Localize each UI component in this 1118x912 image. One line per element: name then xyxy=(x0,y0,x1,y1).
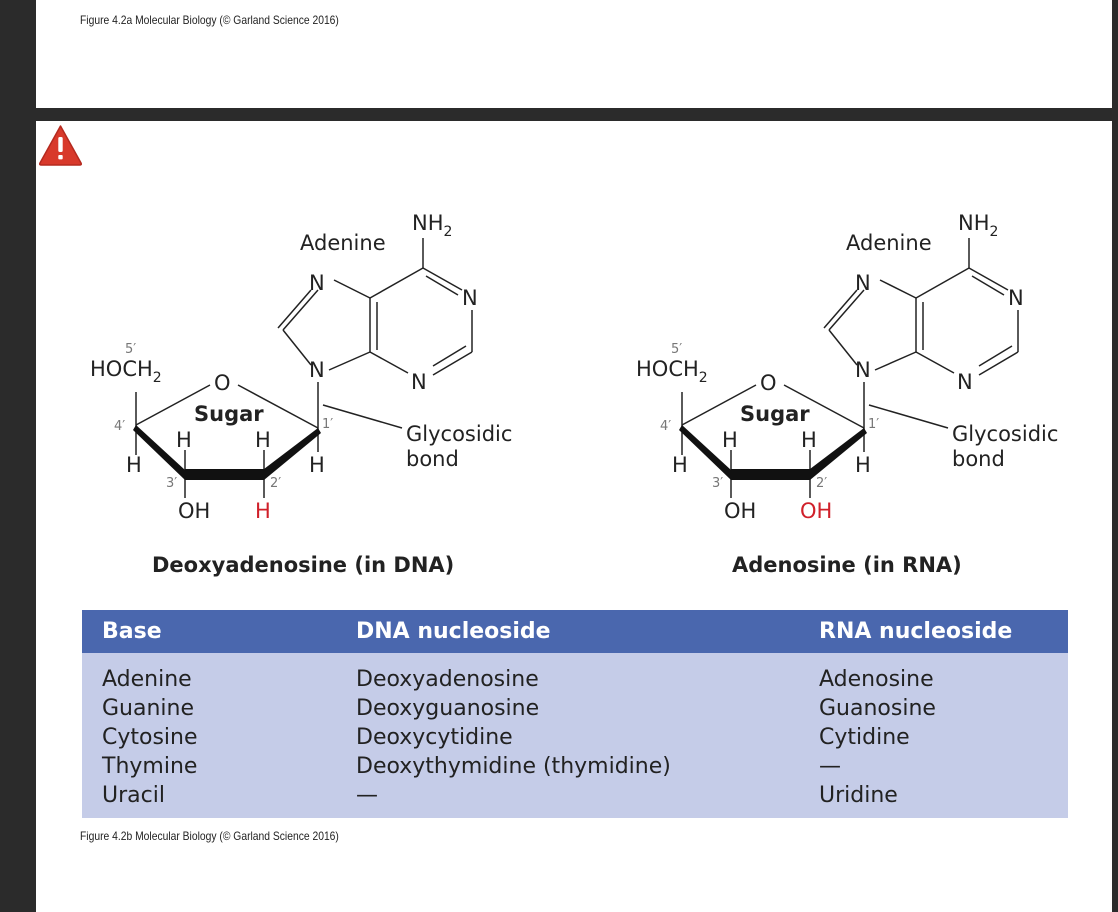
c1-h: H xyxy=(855,453,871,477)
hoch2-group: HOCH2 xyxy=(636,357,708,386)
table-cell: Uridine xyxy=(819,783,898,808)
table-cell: Cytosine xyxy=(102,725,198,750)
pos-4: 4′ xyxy=(114,419,125,434)
nucleoside-table: Base DNA nucleoside RNA nucleoside Adeni… xyxy=(82,610,1068,818)
table-header: Base DNA nucleoside RNA nucleoside xyxy=(82,610,1068,653)
header-base: Base xyxy=(102,619,162,644)
adenosine-labels: Adenine NH2 N N N N HOCH2 O Sugar Glycos… xyxy=(636,211,1058,523)
adenosine-name: Adenosine (in RNA) xyxy=(732,553,962,577)
table-cell: — xyxy=(356,783,378,808)
sugar-label: Sugar xyxy=(194,402,264,426)
c4-h: H xyxy=(126,453,142,477)
column-rna-nucleoside: Adenosine Guanosine Cytidine — Uridine xyxy=(819,665,936,810)
table-cell: Cytidine xyxy=(819,725,910,750)
pos-4: 4′ xyxy=(660,419,671,434)
deoxyadenosine-positions: 5′ 4′ 3′ 2′ 1′ xyxy=(114,342,333,491)
header-dna-nucleoside: DNA nucleoside xyxy=(356,619,551,644)
deoxyadenosine-name: Deoxyadenosine (in DNA) xyxy=(152,553,454,577)
adenosine-structure xyxy=(681,238,1019,498)
page-figure-4-2a xyxy=(36,0,1112,108)
pos-3: 3′ xyxy=(712,476,723,491)
table-cell: Adenosine xyxy=(819,667,934,692)
pos-1: 1′ xyxy=(868,417,879,432)
atom-n9: N xyxy=(855,358,871,382)
c3-h: H xyxy=(176,428,192,452)
pos-3: 3′ xyxy=(166,476,177,491)
nucleoside-structures: Adenine NH2 N N N N HOCH2 O Sugar Glycos… xyxy=(90,211,1058,577)
table-cell: Deoxyguanosine xyxy=(356,696,540,721)
pos-5: 5′ xyxy=(125,342,136,357)
table-cell: — xyxy=(819,754,841,779)
column-dna-nucleoside: Deoxyadenosine Deoxyguanosine Deoxycytid… xyxy=(356,665,671,810)
figure-4-2b-caption: Figure 4.2b Molecular Biology (© Garland… xyxy=(80,829,339,843)
c3-oh: OH xyxy=(178,499,210,523)
bond-label: bond xyxy=(952,447,1005,471)
pos-2: 2′ xyxy=(816,476,827,491)
c4-h: H xyxy=(672,453,688,477)
deoxyadenosine-structure xyxy=(135,238,473,498)
c2-oh-highlight: OH xyxy=(800,499,832,523)
atom-n1: N xyxy=(1008,286,1024,310)
c1-h: H xyxy=(309,453,325,477)
pos-5: 5′ xyxy=(671,342,682,357)
warning-triangle-icon xyxy=(38,125,83,166)
table-cell: Guanine xyxy=(102,696,195,721)
atom-n7: N xyxy=(855,271,871,295)
atom-n1: N xyxy=(462,286,478,310)
atom-n7: N xyxy=(309,271,325,295)
c2-h: H xyxy=(801,428,817,452)
sugar-label: Sugar xyxy=(740,402,810,426)
table-cell: Deoxythymidine (thymidine) xyxy=(356,754,671,779)
glycosidic-label: Glycosidic xyxy=(406,422,512,446)
hoch2-group: HOCH2 xyxy=(90,357,162,386)
table-cell: Thymine xyxy=(102,754,198,779)
adenosine-positions: 5′ 4′ 3′ 2′ 1′ xyxy=(660,342,879,491)
amine-group: NH2 xyxy=(958,211,998,240)
c2-h-highlight: H xyxy=(255,499,271,523)
table-cell: Adenine xyxy=(102,667,192,692)
atom-n3: N xyxy=(411,370,427,394)
c3-h: H xyxy=(722,428,738,452)
amine-group: NH2 xyxy=(412,211,452,240)
atom-n3: N xyxy=(957,370,973,394)
column-base: Adenine Guanine Cytosine Thymine Uracil xyxy=(102,665,198,810)
base-label: Adenine xyxy=(846,231,932,255)
bond-label: bond xyxy=(406,447,459,471)
atom-n9: N xyxy=(309,358,325,382)
table-cell: Deoxycytidine xyxy=(356,725,513,750)
figure-4-2a-caption: Figure 4.2a Molecular Biology (© Garland… xyxy=(80,13,339,27)
pos-2: 2′ xyxy=(270,476,281,491)
base-label: Adenine xyxy=(300,231,386,255)
table-cell: Uracil xyxy=(102,783,165,808)
pos-1: 1′ xyxy=(322,417,333,432)
deoxyadenosine-labels: Adenine NH2 N N N N HOCH2 O Sugar Glycos… xyxy=(90,211,512,523)
header-rna-nucleoside: RNA nucleoside xyxy=(819,619,1013,644)
c2-h: H xyxy=(255,428,271,452)
ring-oxygen: O xyxy=(760,371,777,395)
c3-oh: OH xyxy=(724,499,756,523)
table-cell: Deoxyadenosine xyxy=(356,667,539,692)
ring-oxygen: O xyxy=(214,371,231,395)
glycosidic-label: Glycosidic xyxy=(952,422,1058,446)
table-cell: Guanosine xyxy=(819,696,936,721)
